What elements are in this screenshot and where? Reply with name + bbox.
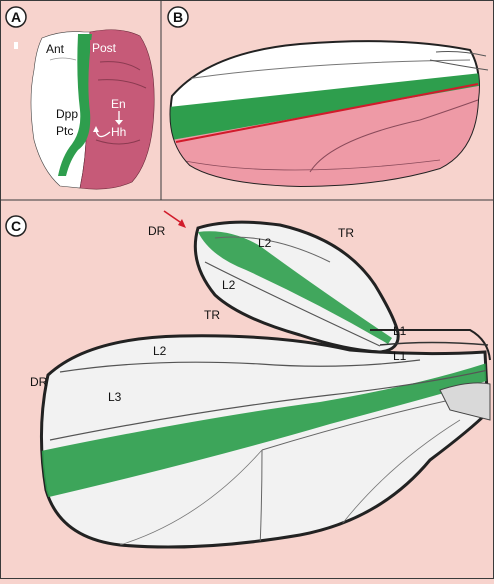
wing-vein <box>204 261 381 347</box>
label-tr-top: TR <box>338 226 354 240</box>
wing-hinge <box>379 341 489 346</box>
wing-vein <box>419 99 479 121</box>
panel-a-white-mark <box>14 42 18 49</box>
label-dr-top: DR <box>148 224 166 238</box>
wing-vein <box>179 59 471 81</box>
label-en: En <box>111 97 126 111</box>
label-l2-top: L2 <box>258 236 272 250</box>
label-l2-mid: L2 <box>222 278 236 292</box>
disc-fold <box>95 139 141 145</box>
wing-hinge <box>435 51 487 57</box>
panel-b: B <box>167 6 489 188</box>
wing-hinge-sclerite <box>439 382 491 421</box>
large-wing-green-band <box>41 362 489 500</box>
dpp-stripe <box>58 34 92 176</box>
panel-a-letter: A <box>11 9 21 25</box>
wing-vein <box>49 369 489 441</box>
disc-fold <box>97 79 147 89</box>
wing-posterior-compartment <box>170 82 479 186</box>
wing-vein <box>309 119 421 173</box>
label-ptc: Ptc <box>56 124 73 138</box>
wing-vein <box>119 449 263 546</box>
label-ant: Ant <box>46 42 65 56</box>
hh-signal-arrowhead <box>93 126 99 132</box>
label-dpp: Dpp <box>56 107 78 121</box>
wing-hinge <box>370 328 491 361</box>
label-l1-b: L1 <box>393 349 407 363</box>
panel-b-letter: B <box>173 9 183 25</box>
panel-c-letter: C <box>11 218 21 234</box>
label-l2-low: L2 <box>153 344 167 358</box>
wing-hinge <box>429 59 489 71</box>
wing-vein <box>261 399 451 451</box>
label-post-bg <box>90 40 124 54</box>
ap-boundary-line <box>175 83 479 143</box>
panel-a: A Ant Post Dpp Ptc En Hh <box>5 6 155 190</box>
wing-vein <box>214 236 331 263</box>
duplicated-wing-green-stripe <box>198 231 392 344</box>
red-arrow-head <box>178 219 186 228</box>
label-dr-left: DR <box>30 375 48 389</box>
panel-a-letter-badge: A <box>5 6 27 28</box>
disc-fold <box>49 57 77 61</box>
wing-vein <box>59 359 421 373</box>
panel-b-letter-badge: B <box>167 6 189 28</box>
disc-fold <box>99 61 141 71</box>
wing-vein <box>259 449 263 548</box>
panel-c-letter-badge: C <box>5 215 27 237</box>
label-l3: L3 <box>108 390 122 404</box>
wing-vein <box>179 159 441 171</box>
label-hh: Hh <box>111 125 126 139</box>
label-l1-a: L1 <box>393 324 407 338</box>
red-arrow-shaft <box>163 210 181 223</box>
panel-c: C DR TR L2 L2 TR <box>5 210 491 549</box>
label-tr-mid: TR <box>204 308 220 322</box>
label-post: Post <box>92 41 117 55</box>
en-to-hh-arrowhead <box>115 120 123 125</box>
wing-green-band <box>170 72 479 142</box>
